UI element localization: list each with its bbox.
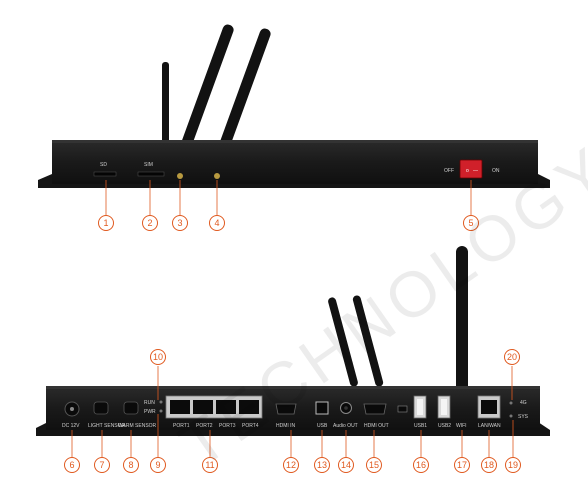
callout-7: 7 [99, 460, 104, 470]
callout-1: 1 [103, 218, 108, 228]
callout-9: 9 [155, 460, 160, 470]
callout-19: 19 [508, 460, 518, 470]
svg-text:o: o [466, 168, 469, 174]
hdmi-out-label: HDMI OUT [364, 423, 389, 429]
ethernet-port-3 [216, 400, 236, 414]
port2-label: PORT2 [196, 423, 213, 429]
light-sensor-port [93, 401, 109, 415]
power-rocker-switch [459, 159, 483, 179]
usb-b-port [315, 401, 329, 415]
antenna-4g [456, 246, 468, 414]
port1-label: PORT1 [173, 423, 190, 429]
sd-card-slot [93, 171, 117, 177]
antenna-wifi-1 [328, 297, 358, 387]
ethernet-port-2 [193, 400, 213, 414]
top-front-panel [52, 140, 538, 184]
4g-led [509, 401, 513, 405]
sys-label: SYS [518, 414, 529, 420]
warm-sensor-label: WARM SENSOR [118, 423, 157, 429]
hdmi-out-port [363, 403, 387, 415]
callout-16: 16 [416, 460, 426, 470]
callout-14: 14 [341, 460, 351, 470]
port4-label: PORT4 [242, 423, 259, 429]
usb2-label: USB2 [438, 423, 451, 429]
on-label: ON [492, 168, 500, 174]
dc-label: DC 12V [62, 423, 80, 429]
sim-label: SIM [144, 162, 153, 168]
callout-20: 20 [507, 352, 517, 362]
callout-5: 5 [468, 218, 473, 228]
pwr-led [159, 409, 163, 413]
warm-sensor-port [123, 401, 139, 415]
sys-led [509, 414, 513, 418]
callout-3: 3 [177, 218, 182, 228]
svg-text:—: — [473, 168, 478, 174]
sd-label: SD [100, 162, 107, 168]
audio-out-label: Audio OUT [333, 423, 358, 429]
callout-10: 10 [153, 352, 163, 362]
callout-15: 15 [369, 460, 379, 470]
mini-usb-port [397, 405, 408, 413]
callout-12: 12 [286, 460, 296, 470]
usb1-label: USB1 [414, 423, 427, 429]
callout-2: 2 [147, 218, 152, 228]
callout-4: 4 [214, 218, 219, 228]
wifi-label: WIFI [456, 423, 467, 429]
antenna-wifi-2 [352, 295, 384, 387]
light-sensor-label: LIGHT SENSOR [88, 423, 126, 429]
callout-18: 18 [484, 460, 494, 470]
callout-17: 17 [457, 460, 467, 470]
run-led [159, 400, 163, 404]
bottom-device: DC 12V LIGHT SENSOR WARM SENSOR RUN PWR … [36, 246, 550, 473]
callout-11: 11 [205, 460, 214, 470]
antenna-left-short [162, 62, 169, 154]
run-label: RUN [144, 400, 155, 406]
antenna-wifi-tall [171, 24, 234, 176]
ethernet-port-4 [239, 400, 259, 414]
pwr-label: PWR [144, 409, 156, 415]
port3-label: PORT3 [219, 423, 236, 429]
lan-wan-label: LAN/WAN [478, 423, 501, 429]
hdmi-in-label: HDMI IN [276, 423, 296, 429]
ethernet-port-block [165, 395, 263, 419]
callout-6: 6 [69, 460, 74, 470]
off-label: OFF [444, 168, 454, 174]
ethernet-port-1 [170, 400, 190, 414]
sim-card-slot [137, 171, 165, 177]
callout-8: 8 [128, 460, 133, 470]
top-device: SD SIM OFF o — ON 1 2 3 4 5 [38, 24, 550, 231]
callout-13: 13 [317, 460, 327, 470]
4g-label: 4G [520, 400, 527, 406]
usb-label: USB [317, 423, 328, 429]
hdmi-in-port [275, 403, 297, 415]
